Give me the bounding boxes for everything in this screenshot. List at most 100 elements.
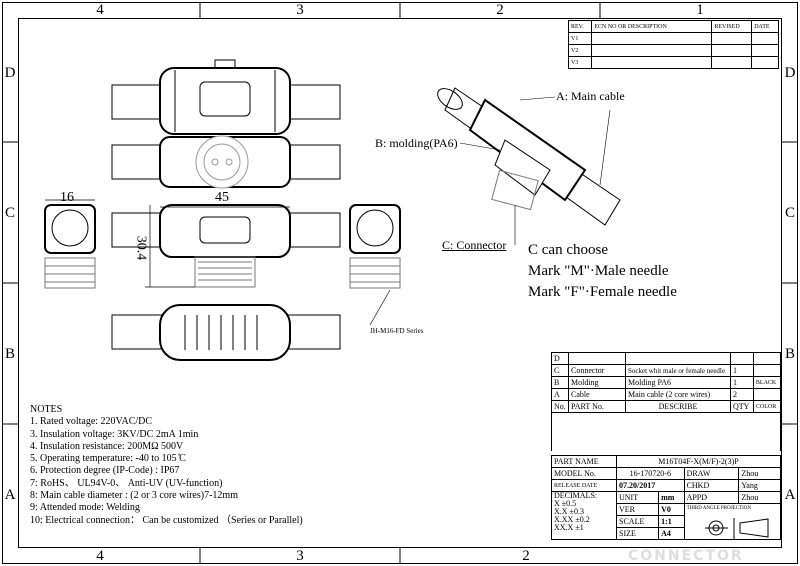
note-item: 5. Operating temperature: -40 to 105 ̊C — [30, 453, 186, 465]
rev-cell: V2 — [567, 44, 593, 57]
rev-cell: V1 — [567, 32, 593, 45]
chkd-value: Yang — [738, 479, 781, 492]
bottom-view — [111, 304, 341, 361]
zone-col-2: 2 — [496, 2, 504, 18]
bom-cell: 2 — [730, 388, 754, 401]
unit-value: mm — [658, 491, 685, 504]
part-name-label: PART NAME — [551, 455, 617, 468]
rev-header: ECN NO OR DESCRIPTION — [591, 20, 713, 33]
zone-row-d-right: D — [784, 65, 796, 81]
zone-col-4: 4 — [96, 2, 104, 18]
bom-cell: 1 — [730, 376, 754, 389]
dim-height: 30.4 — [133, 235, 149, 261]
ver-value: V0 — [658, 503, 685, 516]
note-item: 7: RoHS、 UL94V-0、 Anti-UV (UV-function) — [30, 477, 223, 489]
draw-value: Zhou — [738, 467, 781, 480]
zone-col-4-bottom: 4 — [96, 548, 104, 564]
zone-row-d: D — [4, 65, 16, 81]
draw-label: DRAW — [683, 467, 740, 480]
part-name: M16T04F-X(M/F)-2(3)P — [616, 455, 781, 468]
bom-cell: B — [551, 376, 569, 389]
bom-header: No. — [551, 400, 569, 413]
watermark-logo: CONNECTOR — [628, 548, 744, 564]
zone-col-3: 3 — [296, 2, 304, 18]
bom-cell: C — [551, 364, 569, 377]
appd-value: Zhou — [738, 491, 781, 504]
model-number: 16-170720-6 — [616, 467, 685, 480]
scale-value: 1:1 — [658, 515, 685, 528]
zone-col-2-bottom: 2 — [522, 548, 530, 564]
series-label: JH-M16-FD Series — [370, 327, 424, 335]
bom-header: PART No. — [568, 400, 626, 413]
bom-cell: Socket whit male or female needle — [625, 364, 731, 377]
zone-col-3-bottom: 3 — [296, 548, 304, 564]
bom-cell: Main cable (2 core wires) — [625, 388, 731, 401]
side-view-dimensioned — [111, 204, 341, 288]
drawing-frame — [18, 18, 782, 548]
right-end-view — [349, 204, 401, 326]
note-item: 9: Attended mode: Welding — [30, 502, 140, 514]
bom-header: QTY — [730, 400, 754, 413]
note-item: 1. Rated voltage: 220VAC/DC — [30, 416, 153, 428]
decimal-tolerance: X ±0.5 — [554, 499, 577, 508]
zone-row-a-right: A — [784, 487, 796, 503]
note-item: 6. Protection degree (IP-Code) : IP67 — [30, 465, 180, 477]
notes: NOTES 1. Rated voltage: 220VAC/DC 3. Ins… — [30, 404, 303, 527]
bom-header: DESCRIBE — [625, 400, 731, 413]
appd-label: APPD — [683, 491, 740, 504]
front-view-connector — [111, 135, 341, 189]
rev-header: REV. — [567, 20, 593, 33]
bom-cell: BLACK — [752, 376, 782, 389]
top-view — [111, 59, 341, 135]
decimal-tolerance: X.XX ±0.2 — [554, 515, 590, 524]
projection-label: THIRD ANGLE PROJECTION — [683, 503, 782, 540]
bom-cell: Connector — [568, 364, 626, 377]
callout-main-cable: A: Main cable — [556, 89, 625, 103]
dim-width: 16 — [60, 190, 74, 205]
bom-cell: 1 — [730, 364, 754, 377]
note-item: 10: Electrical connection： Can be custom… — [30, 514, 303, 526]
callout-connector: C: Connector — [442, 238, 507, 252]
model-label: MODEL No. — [551, 467, 617, 480]
bom-cell: A — [551, 388, 569, 401]
rev-cell: V3 — [567, 56, 593, 69]
zone-col-1: 1 — [696, 2, 704, 18]
female-option: Mark "F"·Female needle — [528, 284, 677, 300]
callout-molding: B: molding(PA6) — [375, 136, 458, 150]
bom-cell: Cable — [568, 388, 626, 401]
size-label: SIZE — [615, 527, 660, 540]
notes-title: NOTES — [30, 404, 63, 415]
isometric-view — [437, 87, 621, 245]
release-date: 07.20/2017 — [616, 479, 685, 492]
zone-row-c-right: C — [784, 205, 795, 221]
zone-row-a: A — [4, 487, 16, 503]
unit-label: UNIT — [615, 491, 660, 504]
decimal-tolerance: X.X ±0.3 — [554, 507, 584, 516]
left-end-view — [44, 199, 96, 289]
note-item: 8: Main cable diameter : (2 or 3 core wi… — [30, 490, 238, 502]
bom-cell: D — [551, 352, 569, 365]
size-value: A4 — [658, 527, 685, 540]
decimals-label: DECIMALS: — [554, 491, 598, 500]
bom-cell: Molding — [568, 376, 626, 389]
rev-header: DATE — [751, 20, 779, 33]
rev-header: REVISED — [711, 20, 753, 33]
zone-row-c: C — [4, 205, 15, 221]
bom-header: COLOR — [752, 400, 782, 413]
decimal-tolerance: XX.X ±1 — [554, 523, 584, 532]
release-label: RELEASE DATE — [551, 479, 617, 492]
zone-row-b: B — [4, 346, 15, 362]
note-item: 4. Insulation resistance: 200MΩ 500V — [30, 440, 184, 452]
ver-label: VER — [615, 503, 660, 516]
note-item: 3. Insulation voltage: 3KV/DC 2mA 1min — [30, 428, 199, 440]
bom-cell: Molding PA6 — [625, 376, 731, 389]
chkd-label: CHKD — [683, 479, 740, 492]
connector-choice: C can choose — [528, 242, 608, 258]
male-option: Mark "M"·Male needle — [528, 263, 669, 279]
